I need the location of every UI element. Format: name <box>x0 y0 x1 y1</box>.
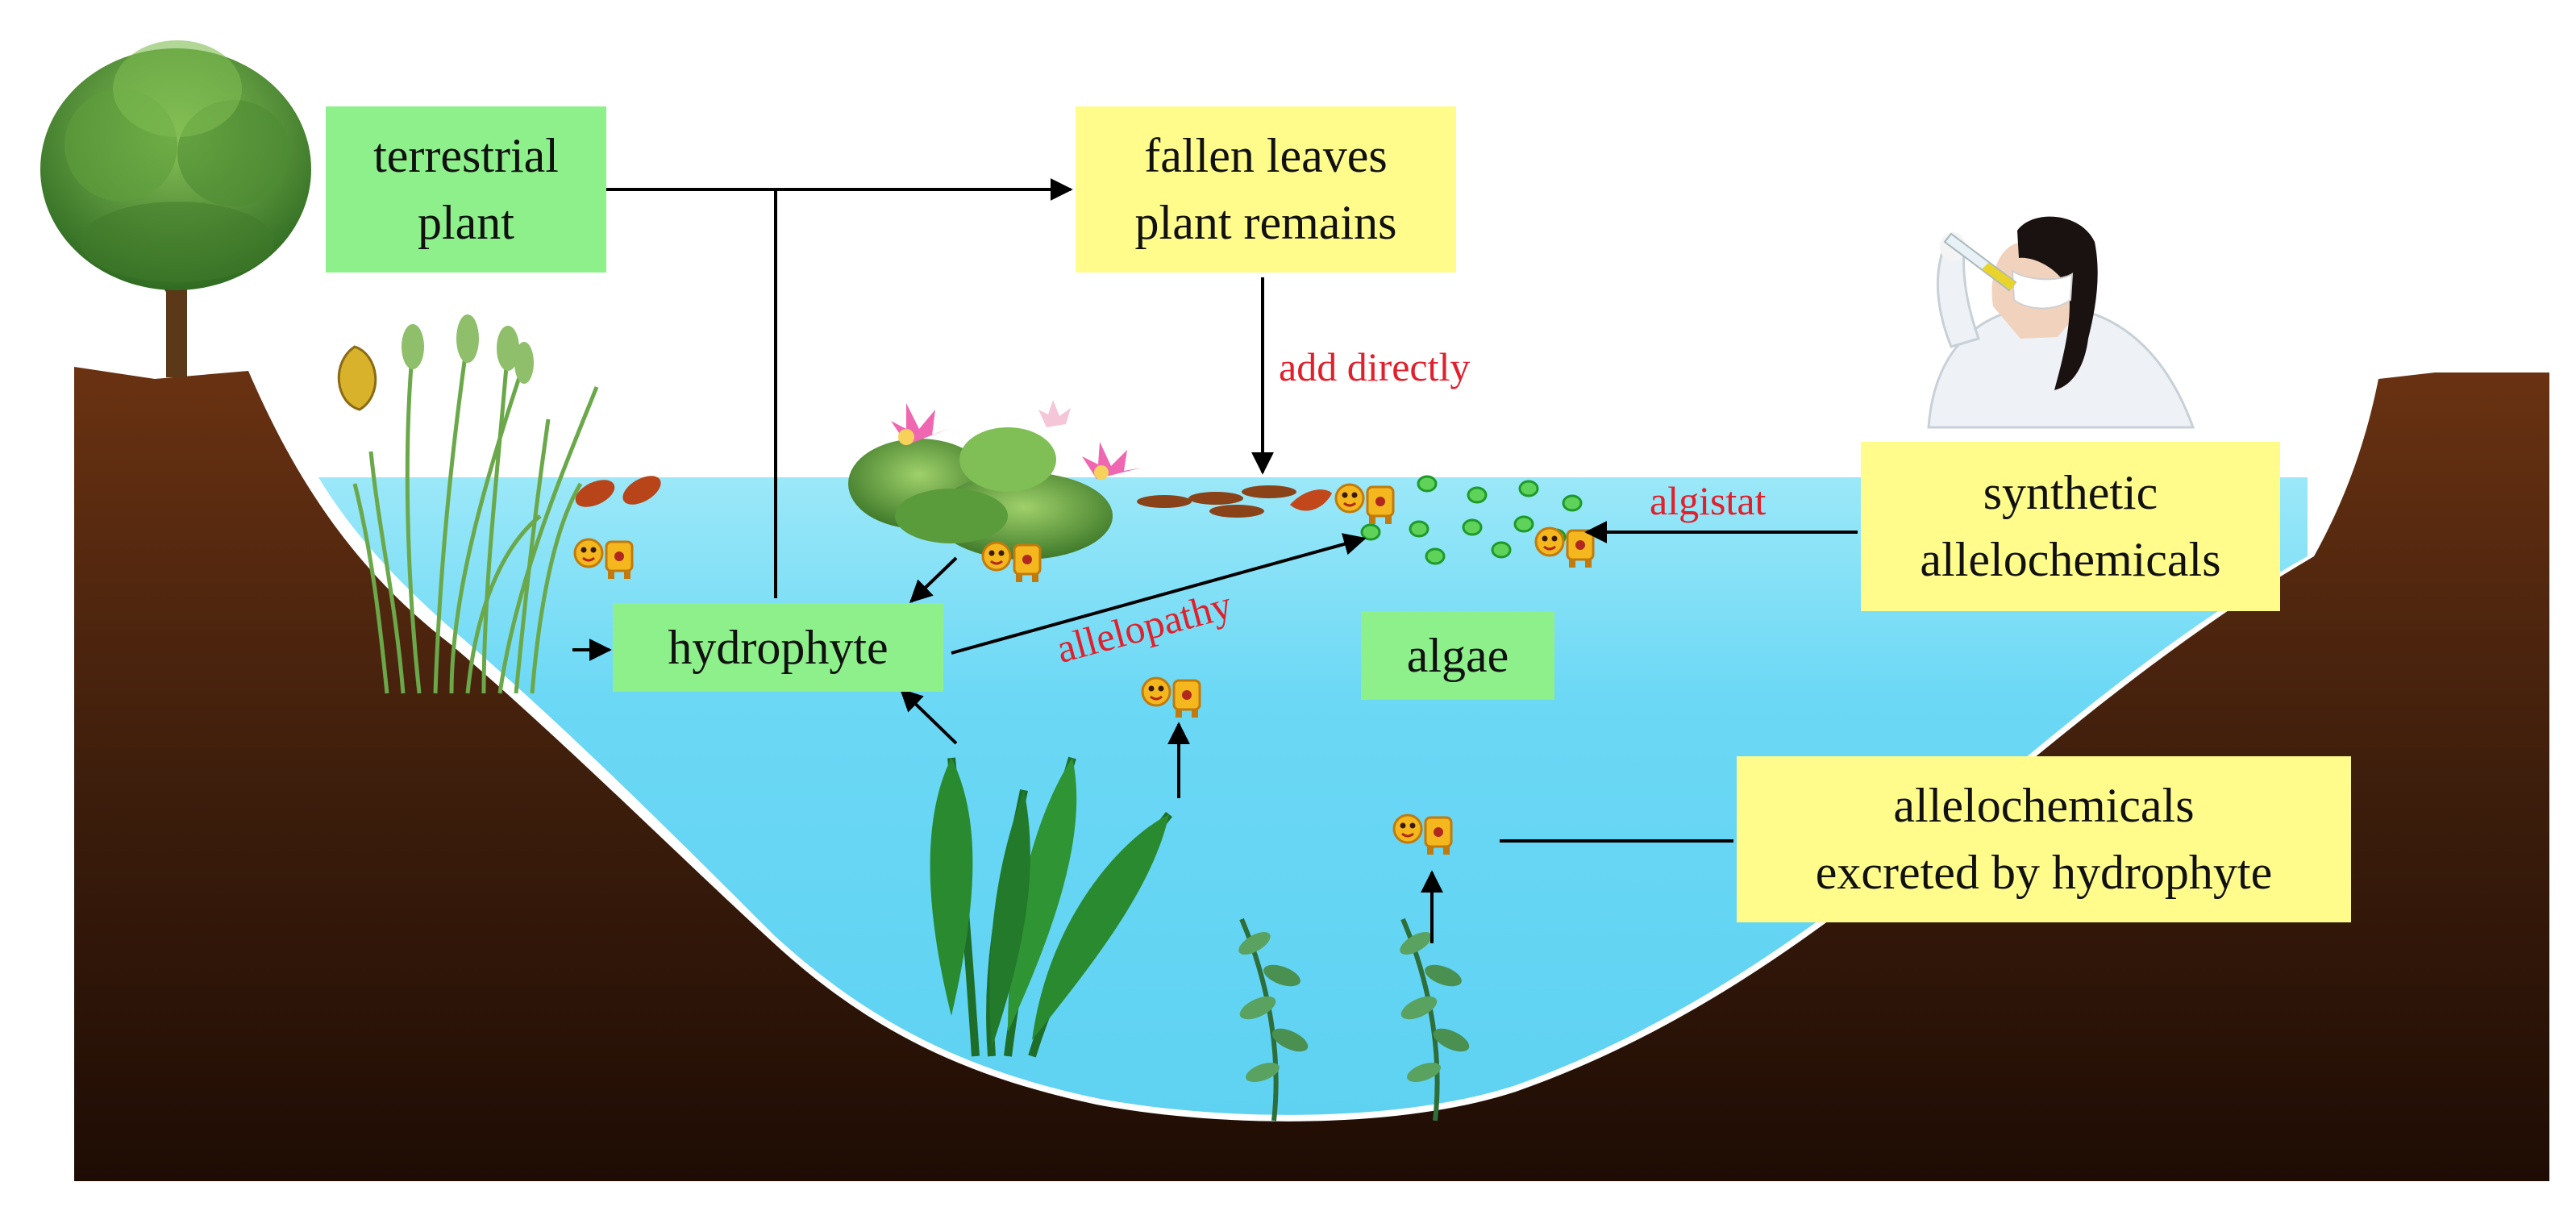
small-aquatic-plant-icons <box>1238 918 1470 1122</box>
flow-arrows <box>572 178 1858 943</box>
excreted-allelochemicals-box: allelochemicals excreted by hydrophyte <box>1737 756 2351 922</box>
soil-bank <box>74 367 2549 1181</box>
terrestrial-plant-line2: plant <box>418 196 514 249</box>
submerged-fern-icon <box>930 756 1172 1058</box>
algistat-label: algistat <box>1650 478 1767 523</box>
hydrophyte-box: hydrophyte <box>613 603 943 692</box>
algae-label: algae <box>1406 628 1509 682</box>
fallen-leaves-box: fallen leaves plant remains <box>1076 106 1456 273</box>
yellow-leaf-icon <box>337 345 377 411</box>
arrow-hydrophyte-to-algae <box>951 533 1367 655</box>
reed-plant-icon <box>352 338 599 694</box>
fallen-leaves-line1: fallen leaves <box>1144 129 1388 183</box>
synthetic-line1: synthetic <box>1983 466 2158 520</box>
algae-box: algae <box>1361 611 1554 700</box>
add-directly-label: add directly <box>1279 344 1471 389</box>
arrow-fern-to-hydrophyte <box>899 689 958 745</box>
floating-leaf-remains <box>1137 485 1296 518</box>
excreted-line1: allelochemicals <box>1893 779 2195 833</box>
terrestrial-plant-box: terrestrial plant <box>326 106 606 273</box>
synthetic-line2: allelochemicals <box>1920 533 2221 586</box>
hydrophyte-label: hydrophyte <box>668 620 888 674</box>
lotus-plant-icon <box>848 400 1142 560</box>
tree-icon <box>40 40 311 377</box>
excreted-line2: excreted by hydrophyte <box>1815 846 2273 899</box>
fallen-leaf-icon <box>1290 489 1332 511</box>
arrow-lotus-to-hydrophyte <box>909 556 958 603</box>
fallen-leaf-icons-left <box>575 476 661 507</box>
terrestrial-plant-line1: terrestrial <box>373 129 559 183</box>
scientist-icon <box>1927 216 2195 429</box>
reed-heads <box>402 314 534 384</box>
fallen-leaves-line2: plant remains <box>1134 196 1397 249</box>
synthetic-allelochemicals-box: synthetic allelochemicals <box>1861 442 2280 611</box>
